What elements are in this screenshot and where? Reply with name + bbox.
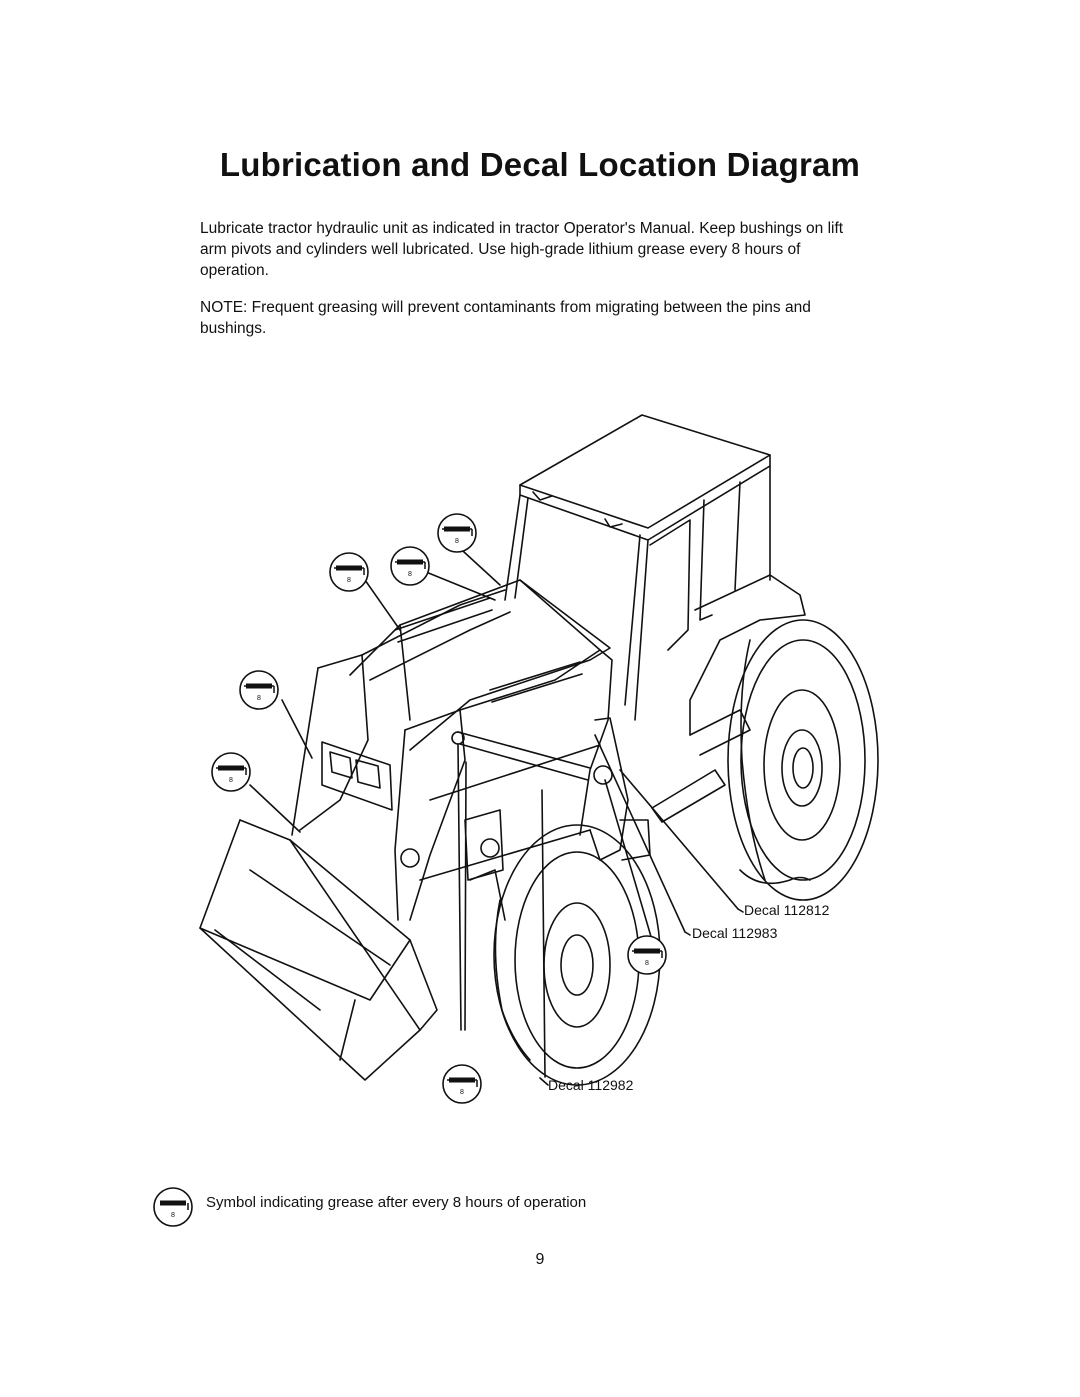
- decal-112983-label: Decal 112983: [692, 925, 778, 941]
- grease-point-4-icon: [239, 670, 279, 710]
- grease-point-2-icon: [329, 552, 369, 592]
- decal-112982-label: Decal 112982: [548, 1077, 634, 1093]
- grease-point-3-icon: [390, 546, 430, 586]
- svg-text:8: 8: [171, 1212, 175, 1219]
- legend-grease-symbol-icon: 8: [153, 1187, 193, 1227]
- grease-point-6-icon: [627, 935, 667, 975]
- legend-text: Symbol indicating grease after every 8 h…: [206, 1194, 587, 1211]
- grease-point-7-icon: [442, 1064, 482, 1104]
- grease-point-5-icon: [211, 752, 251, 792]
- note-paragraph: NOTE: Frequent greasing will prevent con…: [200, 299, 811, 337]
- grease-point-1-icon: [437, 513, 477, 553]
- decal-112812-label: Decal 112812: [744, 902, 830, 918]
- page-title: Lubrication and Decal Location Diagram: [219, 146, 861, 183]
- lubrication-instructions: Lubricate tractor hydraulic unit as indi…: [200, 220, 844, 279]
- page-number: 9: [535, 1251, 545, 1268]
